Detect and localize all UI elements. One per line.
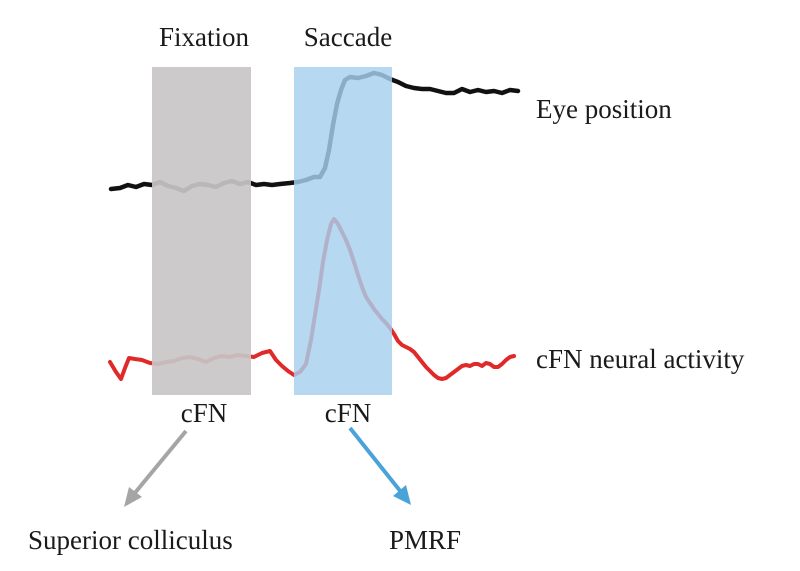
fixation-label: Fixation <box>159 22 250 52</box>
saccade-band <box>294 67 392 395</box>
cfn-fixation-label: cFN <box>181 398 228 428</box>
fixation-band <box>152 67 251 395</box>
arrow-to-superior-colliculus <box>132 429 188 496</box>
eye-position-label: Eye position <box>536 94 672 124</box>
arrow-to-pmrf <box>348 426 403 494</box>
saccade-label: Saccade <box>304 22 392 52</box>
pmrf-label: PMRF <box>389 525 461 555</box>
arrowhead-superior-colliculus <box>124 487 142 507</box>
superior-colliculus-label: Superior colliculus <box>28 525 233 555</box>
cfn-saccade-label: cFN <box>325 398 372 428</box>
arrowhead-pmrf <box>393 485 411 505</box>
neural-activity-label: cFN neural activity <box>536 344 745 374</box>
